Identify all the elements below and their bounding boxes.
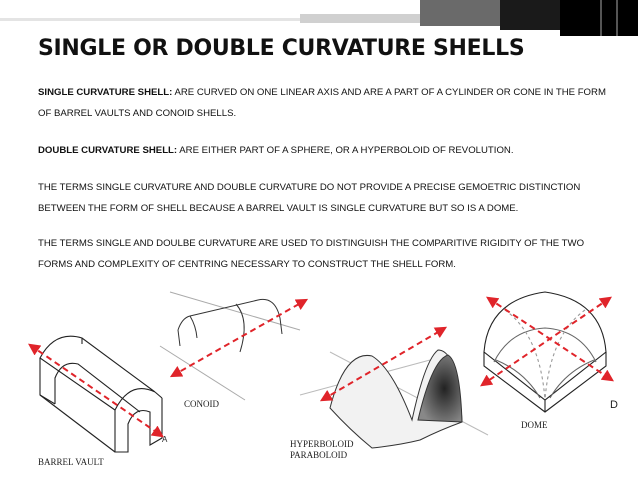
- barrel-vault-arrow: [28, 343, 164, 438]
- text-single-curvature: ARE CURVED ON ONE LINEAR AXIS AND ARE A …: [38, 87, 606, 119]
- barrel-vault-drawing: [39, 335, 163, 453]
- paragraph-terms-distinction: THE TERMS SINGLE CURVATURE AND DOUBLE CU…: [38, 182, 581, 214]
- top-decorative-bar: [0, 0, 638, 36]
- label-barrel-vault: BARREL VAULT: [38, 457, 104, 467]
- hyperboloid-arrow: [319, 326, 448, 402]
- page-title: SINGLE OR DOUBLE CURVATURE SHELLS: [38, 36, 525, 61]
- label-hyperboloid: HYPERBOLOID: [290, 439, 354, 449]
- paragraph-double-curvature: DOUBLE CURVATURE SHELL: ARE EITHER PART …: [38, 140, 608, 161]
- label-paraboloid: PARABOLOID: [290, 450, 348, 460]
- conoid-drawing: [159, 291, 301, 401]
- dome-drawing: [483, 291, 607, 413]
- barrel-vault-letter: A: [162, 435, 168, 444]
- paragraph-rigidity: THE TERMS SINGLE AND DOULBE CURVATURE AR…: [38, 238, 585, 270]
- term-single-curvature: SINGLE CURVATURE SHELL:: [38, 87, 173, 98]
- text-double-curvature: ARE EITHER PART OF A SPHERE, OR A HYPERB…: [177, 145, 514, 156]
- paragraph-single-curvature: SINGLE CURVATURE SHELL: ARE CURVED ON ON…: [38, 82, 608, 124]
- dome-arrow-2: [480, 296, 612, 387]
- conoid-arrow: [169, 298, 309, 378]
- label-dome: DOME: [521, 420, 548, 430]
- term-double-curvature: DOUBLE CURVATURE SHELL:: [38, 145, 178, 156]
- label-conoid: CONOID: [184, 399, 219, 409]
- hyperboloid-drawing: [299, 349, 489, 449]
- dome-letter: D: [610, 399, 618, 411]
- shell-figures: A D: [28, 291, 618, 453]
